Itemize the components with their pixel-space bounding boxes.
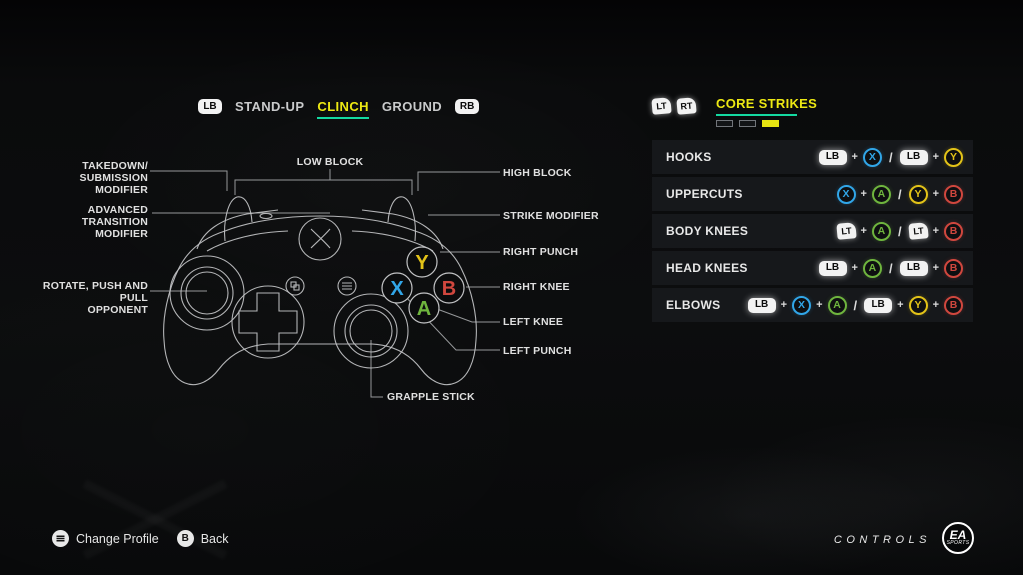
label-left-knee: LEFT KNEE [503, 316, 564, 328]
row-label: HEAD KNEES [666, 261, 748, 275]
face-button-X: X [836, 184, 856, 204]
plus-separator: + [932, 225, 939, 237]
label-right-punch: RIGHT PUNCH [503, 246, 579, 258]
button-combo: LB + A / LB + B [818, 258, 963, 278]
row-label: HOOKS [666, 150, 712, 164]
plus-separator: + [932, 188, 939, 200]
tab-bar: LB STAND-UP CLINCH GROUND RB [198, 99, 480, 119]
slash-separator: / [897, 186, 902, 202]
label-left-punch: LEFT PUNCH [503, 345, 572, 357]
title-underline [716, 114, 797, 116]
trigger-badge-LT: LT [835, 222, 857, 240]
plus-separator: + [860, 188, 867, 200]
button-combo: LB + X / LB + Y [818, 147, 963, 167]
page-dot [716, 120, 733, 127]
table-row: ELBOWS LB + X + A / LB + Y + B [652, 288, 973, 322]
plus-separator: + [932, 151, 939, 163]
face-button-B: B [944, 295, 963, 315]
slash-separator: / [888, 260, 893, 276]
table-row: HOOKS LB + X / LB + Y [652, 140, 973, 174]
tab-stand-up[interactable]: STAND-UP [235, 99, 305, 114]
label-right-knee: RIGHT KNEE [503, 281, 570, 293]
label-low-block: LOW BLOCK [296, 156, 364, 168]
bumper-badge-LB: LB [864, 297, 893, 313]
label-strike-modifier: STRIKE MODIFIER [503, 210, 599, 222]
label-high-block: HIGH BLOCK [503, 167, 572, 179]
trigger-badge-LT: LT [907, 222, 929, 240]
face-button-X: X [792, 295, 812, 315]
tab-clinch[interactable]: CLINCH [317, 99, 369, 119]
label-rotate-push-pull: ROTATE, PUSH AND PULL OPPONENT [42, 280, 148, 316]
panel-title-block: CORE STRIKES [716, 96, 817, 127]
plus-separator: + [860, 225, 867, 237]
bumper-badge-LB: LB [818, 149, 847, 165]
table-row: UPPERCUTS X + A / Y + B [652, 177, 973, 211]
face-button-B: B [944, 184, 963, 204]
ea-logo-text: EA [949, 528, 967, 542]
bumper-badge-LB: LB [747, 297, 776, 313]
plus-separator: + [780, 299, 788, 311]
face-button-A: A [862, 258, 882, 278]
label-grapple-stick: GRAPPLE STICK [387, 391, 475, 403]
button-combo: LB + X + A / LB + Y + B [747, 295, 963, 315]
slash-separator: / [888, 149, 893, 165]
plus-separator: + [932, 299, 939, 311]
strikes-table: HOOKS LB + X / LB + Y UPPERCUTS X + A / Y + B BODY KNEES… [652, 140, 973, 325]
face-button-Y: Y [908, 295, 928, 315]
face-button-B: B [944, 258, 963, 278]
plus-separator: + [816, 299, 823, 311]
face-button-A: A [871, 184, 891, 204]
row-label: ELBOWS [666, 298, 721, 312]
rt-trigger-badge[interactable]: RT [676, 97, 697, 115]
row-label: UPPERCUTS [666, 187, 743, 201]
b-button-prompt-icon: B [176, 530, 194, 547]
change-profile-button[interactable]: Change Profile [52, 530, 159, 547]
slash-separator: / [853, 297, 858, 313]
back-label: Back [200, 531, 229, 546]
lb-bumper-badge[interactable]: LB [198, 99, 222, 114]
button-combo: LT+A/LT+B [835, 221, 963, 241]
slash-separator: / [897, 223, 902, 239]
plus-separator: + [897, 299, 904, 311]
ea-sports-logo: EA SPORTS [942, 522, 974, 554]
ea-logo-sports-text: SPORTS [946, 540, 970, 546]
face-button-A: A [871, 221, 891, 241]
row-label: BODY KNEES [666, 224, 749, 238]
panel-title: CORE STRIKES [716, 96, 818, 111]
page-dot-active [762, 120, 779, 127]
bumper-badge-LB: LB [899, 260, 928, 276]
footer-hints: Change Profile B Back [52, 530, 229, 547]
label-takedown-submission-modifier: TAKEDOWN/ SUBMISSION MODIFIER [79, 160, 148, 196]
face-button-B: B [944, 221, 963, 241]
x-watermark [80, 478, 230, 560]
page-indicator [716, 120, 817, 127]
lt-trigger-badge[interactable]: LT [651, 97, 672, 115]
plus-separator: + [851, 151, 858, 163]
plus-separator: + [851, 262, 858, 274]
rb-bumper-badge[interactable]: RB [455, 99, 480, 114]
face-button-Y: Y [944, 147, 963, 167]
change-profile-label: Change Profile [76, 531, 159, 546]
bumper-badge-LB: LB [818, 260, 847, 276]
label-advanced-transition-modifier: ADVANCED TRANSITION MODIFIER [81, 204, 148, 240]
page-dot [739, 120, 756, 127]
menu-icon [52, 530, 69, 547]
table-row: HEAD KNEES LB + A / LB + B [652, 251, 973, 285]
back-button[interactable]: B Back [176, 530, 229, 547]
face-button-A: A [827, 295, 847, 315]
plus-separator: + [932, 262, 939, 274]
panel-header: LT RT CORE STRIKES [651, 96, 817, 127]
button-combo: X + A / Y + B [836, 184, 963, 204]
controls-title: CONTROLS [833, 534, 931, 546]
tab-ground[interactable]: GROUND [381, 99, 443, 114]
bumper-badge-LB: LB [899, 149, 928, 165]
face-button-X: X [862, 147, 882, 167]
face-button-Y: Y [908, 184, 928, 204]
